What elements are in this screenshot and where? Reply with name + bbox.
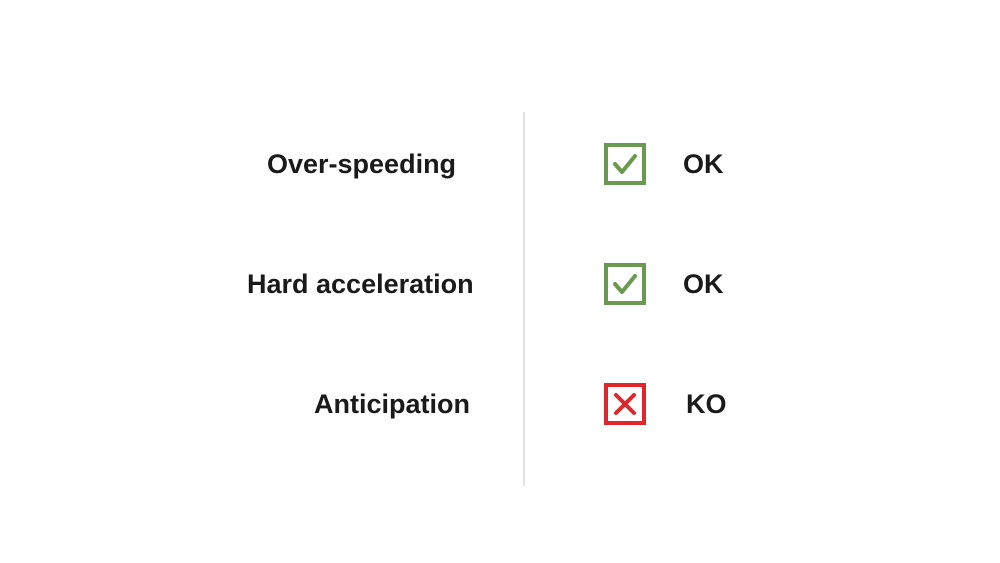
- check-row-over-speeding: Over-speeding OK: [0, 139, 1000, 189]
- cross-icon: [604, 383, 646, 425]
- check-label: Hard acceleration: [247, 269, 474, 299]
- check-status: OK: [683, 149, 724, 179]
- check-row-hard-acceleration: Hard acceleration OK: [0, 259, 1000, 309]
- check-status: KO: [686, 389, 727, 419]
- column-divider: [523, 112, 525, 486]
- check-label: Over-speeding: [267, 149, 457, 179]
- check-label: Anticipation: [314, 389, 470, 419]
- check-row-anticipation: Anticipation KO: [0, 379, 1000, 429]
- check-status: OK: [683, 269, 724, 299]
- checkmark-icon: [604, 143, 646, 185]
- checkmark-icon: [604, 263, 646, 305]
